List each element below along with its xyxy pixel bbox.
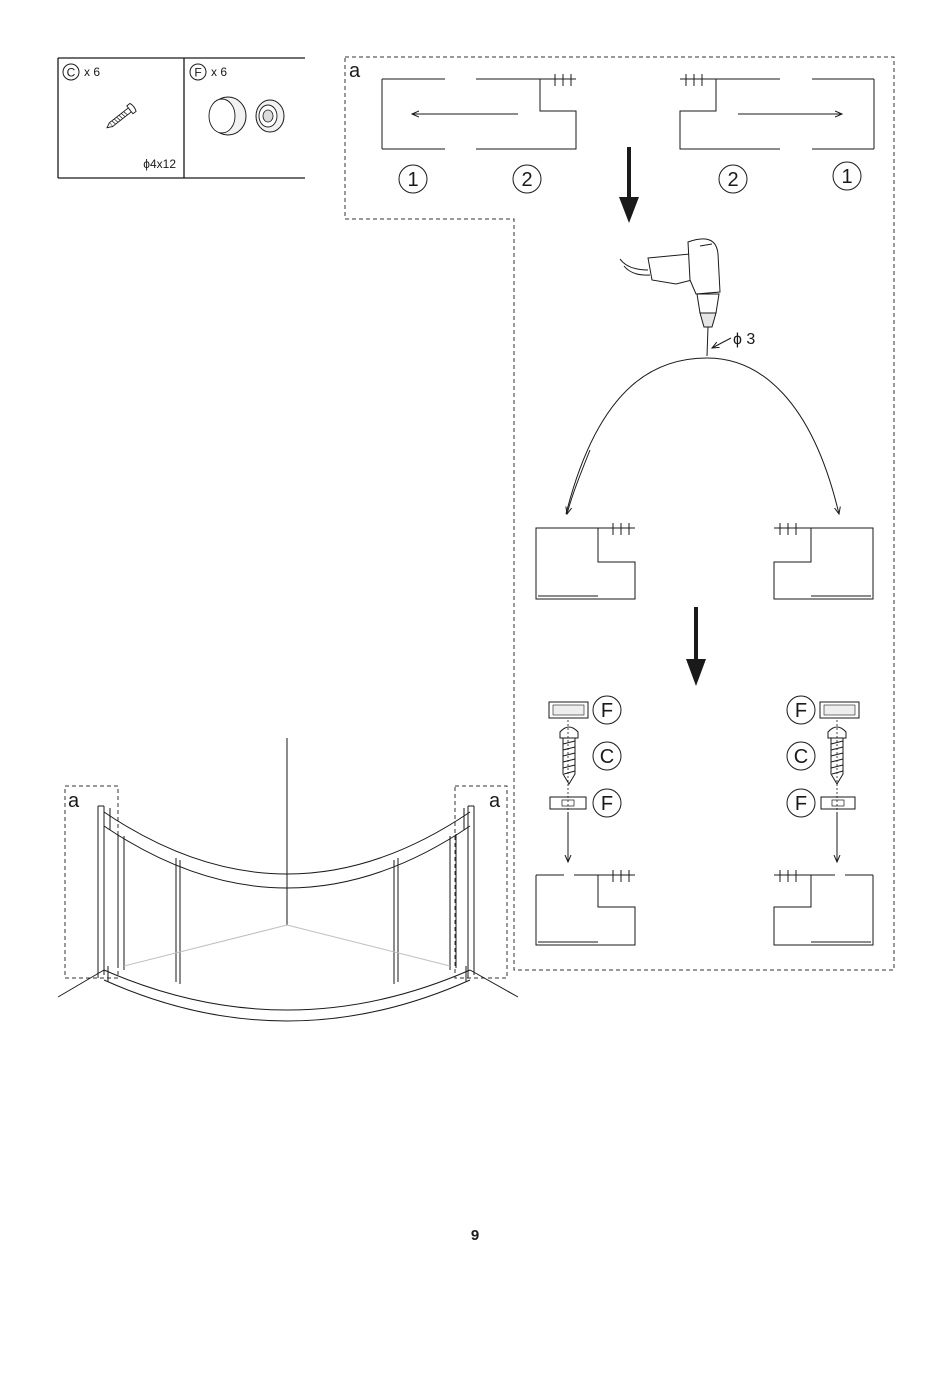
fixed-profile-right [774, 870, 873, 945]
part-f-qty: x 6 [211, 65, 227, 79]
screw-icon [828, 727, 846, 784]
drill-bit-pointer [712, 338, 731, 348]
stack-letter: F [601, 700, 613, 722]
step-number: 2 [727, 169, 738, 191]
parts-table: C x 6 ϕ4x12 F x 6 [58, 58, 305, 178]
part-f-letter: F [194, 66, 201, 80]
down-arrow-icon [686, 607, 706, 686]
drill-bit-size: ϕ 3 [733, 331, 755, 348]
screw-icon [104, 103, 137, 132]
fastener-stack-left: F C F [549, 696, 621, 862]
part-f-cell: F x 6 [190, 64, 284, 135]
step-number: 1 [841, 166, 852, 188]
cover-cap-icon [209, 97, 284, 135]
page-number: 9 [471, 1227, 479, 1244]
part-c-cell: C x 6 ϕ4x12 [63, 64, 176, 171]
part-c-letter: C [67, 66, 76, 80]
down-arrow-icon [619, 147, 639, 223]
stack-letter: F [795, 700, 807, 722]
screw-icon [560, 727, 578, 784]
drilled-profile-right [774, 523, 873, 599]
stack-letter: C [794, 746, 808, 768]
detail-marker-label-left: a [68, 790, 80, 812]
profile-pair-left [382, 74, 576, 149]
fastener-stack-right: F C F [787, 696, 859, 862]
detail-marker-label-right: a [489, 790, 501, 812]
detail-frame [345, 57, 894, 970]
detail-label: a [349, 60, 361, 82]
profile-pair-right [680, 74, 874, 149]
shower-enclosure [58, 700, 518, 1021]
step-number: 1 [407, 169, 418, 191]
fixed-profile-left [536, 870, 635, 945]
drilled-profile-left [536, 523, 635, 599]
detail-marker-right [455, 786, 507, 978]
transfer-arc-left-tip [567, 450, 590, 514]
part-c-size: ϕ4x12 [143, 157, 176, 171]
stack-letter: F [795, 793, 807, 815]
stack-letter: F [601, 793, 613, 815]
transfer-arc [566, 358, 839, 514]
drill-icon [620, 239, 720, 356]
stack-letter: C [600, 746, 614, 768]
step-number: 2 [521, 169, 532, 191]
part-c-qty: x 6 [84, 65, 100, 79]
